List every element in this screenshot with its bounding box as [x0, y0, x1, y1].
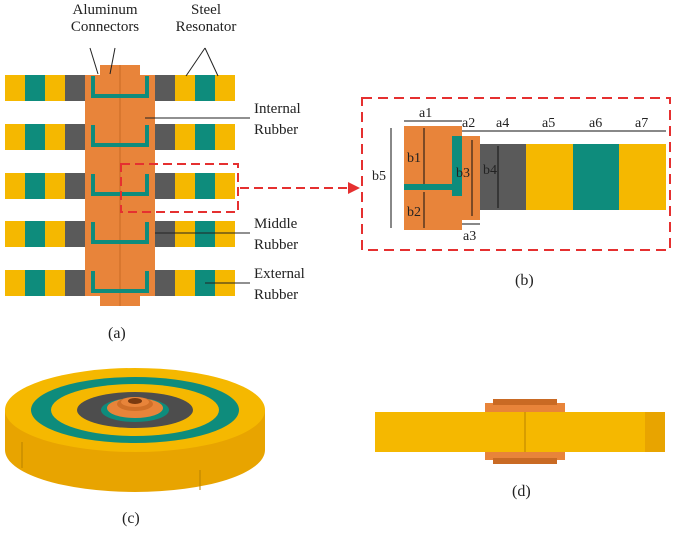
- label-middle-rubber: Middle Rubber: [254, 216, 298, 254]
- leader-lines: [89, 47, 250, 284]
- panel-c-disk: [5, 368, 265, 492]
- label-aluminum-line2: Connectors: [70, 19, 140, 35]
- dim-a6: a6: [589, 116, 602, 131]
- subfigure-label-c: (c): [122, 510, 140, 527]
- panel-d-side: [375, 399, 665, 464]
- row-3: [5, 173, 235, 199]
- dim-a1: a1: [419, 106, 432, 121]
- dimension-lines: [390, 120, 666, 228]
- row-2: [5, 124, 235, 150]
- subfigure-label-a: (a): [108, 325, 126, 342]
- label-internal-rubber: Internal Rubber: [254, 101, 301, 139]
- internal-rubber-cups: [91, 76, 149, 293]
- resonator-rows: [5, 75, 235, 296]
- dim-a4: a4: [496, 116, 509, 131]
- subfigure-label-b: (b): [515, 272, 534, 289]
- label-external-line2: Rubber: [254, 287, 299, 303]
- subfigure-label-d: (d): [512, 483, 531, 500]
- dim-a2: a2: [462, 116, 475, 131]
- row-1: [5, 75, 235, 101]
- dim-a5: a5: [542, 116, 555, 131]
- label-middle-line2: Rubber: [254, 237, 299, 253]
- row-4: [5, 221, 235, 247]
- callout-arrow-head: [348, 182, 360, 194]
- label-external-line1: External: [254, 266, 305, 282]
- panel-b-detail: a1 a2 a4 a5 a6 a7 a3 b1 b2 b3 b4 b5: [361, 97, 671, 251]
- dim-b3: b3: [456, 166, 470, 181]
- label-steel-line1: Steel: [191, 2, 221, 18]
- label-internal-line1: Internal: [254, 101, 301, 117]
- dim-b4: b4: [483, 163, 497, 178]
- dim-b5: b5: [372, 169, 386, 184]
- label-aluminum-connectors: Aluminum Connectors: [60, 2, 150, 36]
- panel-a-stack: [5, 47, 360, 306]
- dim-b1: b1: [407, 151, 421, 166]
- label-steel-resonator: Steel Resonator: [170, 2, 242, 36]
- dim-b2: b2: [407, 205, 421, 220]
- callout-box-large: [361, 97, 671, 251]
- row-5: [5, 270, 235, 296]
- label-middle-line1: Middle: [254, 216, 298, 232]
- label-aluminum-line1: Aluminum: [72, 2, 138, 18]
- callout-box-small: [120, 163, 239, 213]
- label-internal-line2: Rubber: [254, 122, 299, 138]
- dimension-labels: a1 a2 a4 a5 a6 a7 a3 b1 b2 b3 b4 b5: [372, 106, 648, 244]
- label-steel-line2: Resonator: [175, 19, 237, 35]
- dim-a3: a3: [463, 229, 476, 244]
- dim-a7: a7: [635, 116, 648, 131]
- label-external-rubber: External Rubber: [254, 266, 305, 304]
